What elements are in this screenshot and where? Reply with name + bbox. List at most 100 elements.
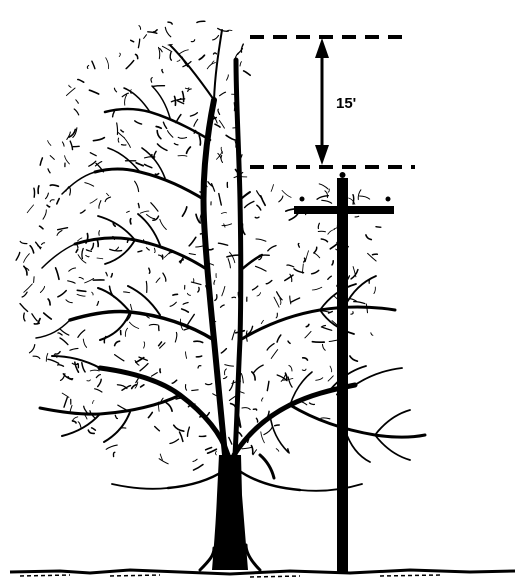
twig	[196, 214, 200, 222]
twig	[76, 250, 78, 253]
twig	[30, 246, 34, 253]
twig	[48, 141, 51, 146]
twig	[70, 188, 71, 195]
twig	[58, 365, 64, 366]
twig	[190, 113, 197, 116]
pole-crossarm	[294, 206, 394, 214]
twig	[376, 227, 381, 228]
twig	[221, 349, 226, 353]
twig	[173, 294, 178, 295]
twig	[77, 294, 85, 296]
twig	[188, 314, 195, 324]
twig	[261, 320, 263, 323]
crossarm-right-insulator	[386, 197, 391, 202]
tree	[36, 30, 425, 570]
twig	[222, 286, 225, 295]
twig	[290, 296, 291, 304]
twig	[189, 237, 196, 246]
twig	[159, 47, 160, 58]
twig	[200, 192, 203, 193]
crossarm-left-insulator	[300, 197, 305, 202]
twig	[234, 103, 235, 111]
twig	[20, 304, 28, 312]
twig	[156, 278, 160, 283]
twig	[89, 90, 98, 94]
twig	[138, 204, 139, 208]
twig	[253, 450, 257, 455]
twig	[332, 261, 333, 265]
twig	[151, 203, 158, 212]
twig	[255, 217, 259, 218]
twig	[168, 131, 173, 138]
twig	[287, 265, 294, 267]
twig	[178, 156, 187, 157]
twig	[230, 381, 234, 391]
twig	[221, 213, 226, 214]
twig	[155, 427, 160, 431]
clearance-label: 15'	[336, 95, 356, 112]
twig	[172, 380, 177, 383]
twig	[157, 131, 161, 139]
twig	[276, 313, 277, 318]
twig	[300, 402, 307, 405]
twig	[38, 186, 39, 194]
twig	[69, 268, 76, 271]
twig	[56, 268, 59, 279]
twig	[216, 451, 217, 455]
twig	[194, 465, 204, 471]
twig	[288, 341, 290, 343]
twig	[176, 115, 181, 123]
twig	[366, 304, 367, 313]
twig	[180, 432, 183, 441]
twig	[318, 223, 319, 228]
twig	[230, 252, 235, 263]
twig	[131, 40, 134, 42]
twig	[303, 358, 308, 360]
twig	[193, 459, 197, 461]
twig	[131, 304, 132, 310]
twig	[220, 92, 226, 96]
twig	[321, 326, 325, 328]
twig	[124, 292, 130, 293]
twig	[92, 61, 95, 68]
twig	[170, 53, 171, 61]
twig	[268, 246, 276, 251]
twig	[215, 124, 220, 127]
twig	[36, 242, 41, 249]
twig	[302, 369, 306, 370]
twig	[126, 61, 134, 69]
twig	[245, 201, 254, 207]
twig	[38, 319, 40, 323]
twig	[233, 127, 237, 128]
twig	[16, 253, 20, 261]
twig	[192, 390, 198, 391]
twig	[57, 199, 59, 204]
twig	[136, 163, 143, 166]
twig	[206, 384, 212, 385]
twig	[353, 195, 354, 204]
twig	[279, 196, 283, 202]
twig	[267, 381, 269, 390]
twig	[44, 313, 52, 319]
twig	[241, 374, 243, 383]
twig	[130, 219, 131, 224]
twig	[304, 258, 305, 262]
twig	[135, 121, 142, 124]
twig	[319, 184, 328, 189]
twig	[97, 258, 103, 259]
twig	[235, 141, 236, 147]
twig	[162, 46, 171, 51]
twig	[256, 239, 266, 241]
twig	[62, 142, 64, 146]
twig	[96, 375, 100, 378]
twig	[366, 235, 371, 240]
twig	[277, 292, 283, 300]
arrow-down-head	[315, 145, 329, 165]
twig	[73, 421, 77, 423]
twig	[253, 409, 256, 410]
twig	[318, 231, 325, 232]
twig	[162, 70, 163, 73]
twig	[187, 293, 190, 295]
twig	[107, 193, 109, 195]
twig	[305, 251, 308, 262]
